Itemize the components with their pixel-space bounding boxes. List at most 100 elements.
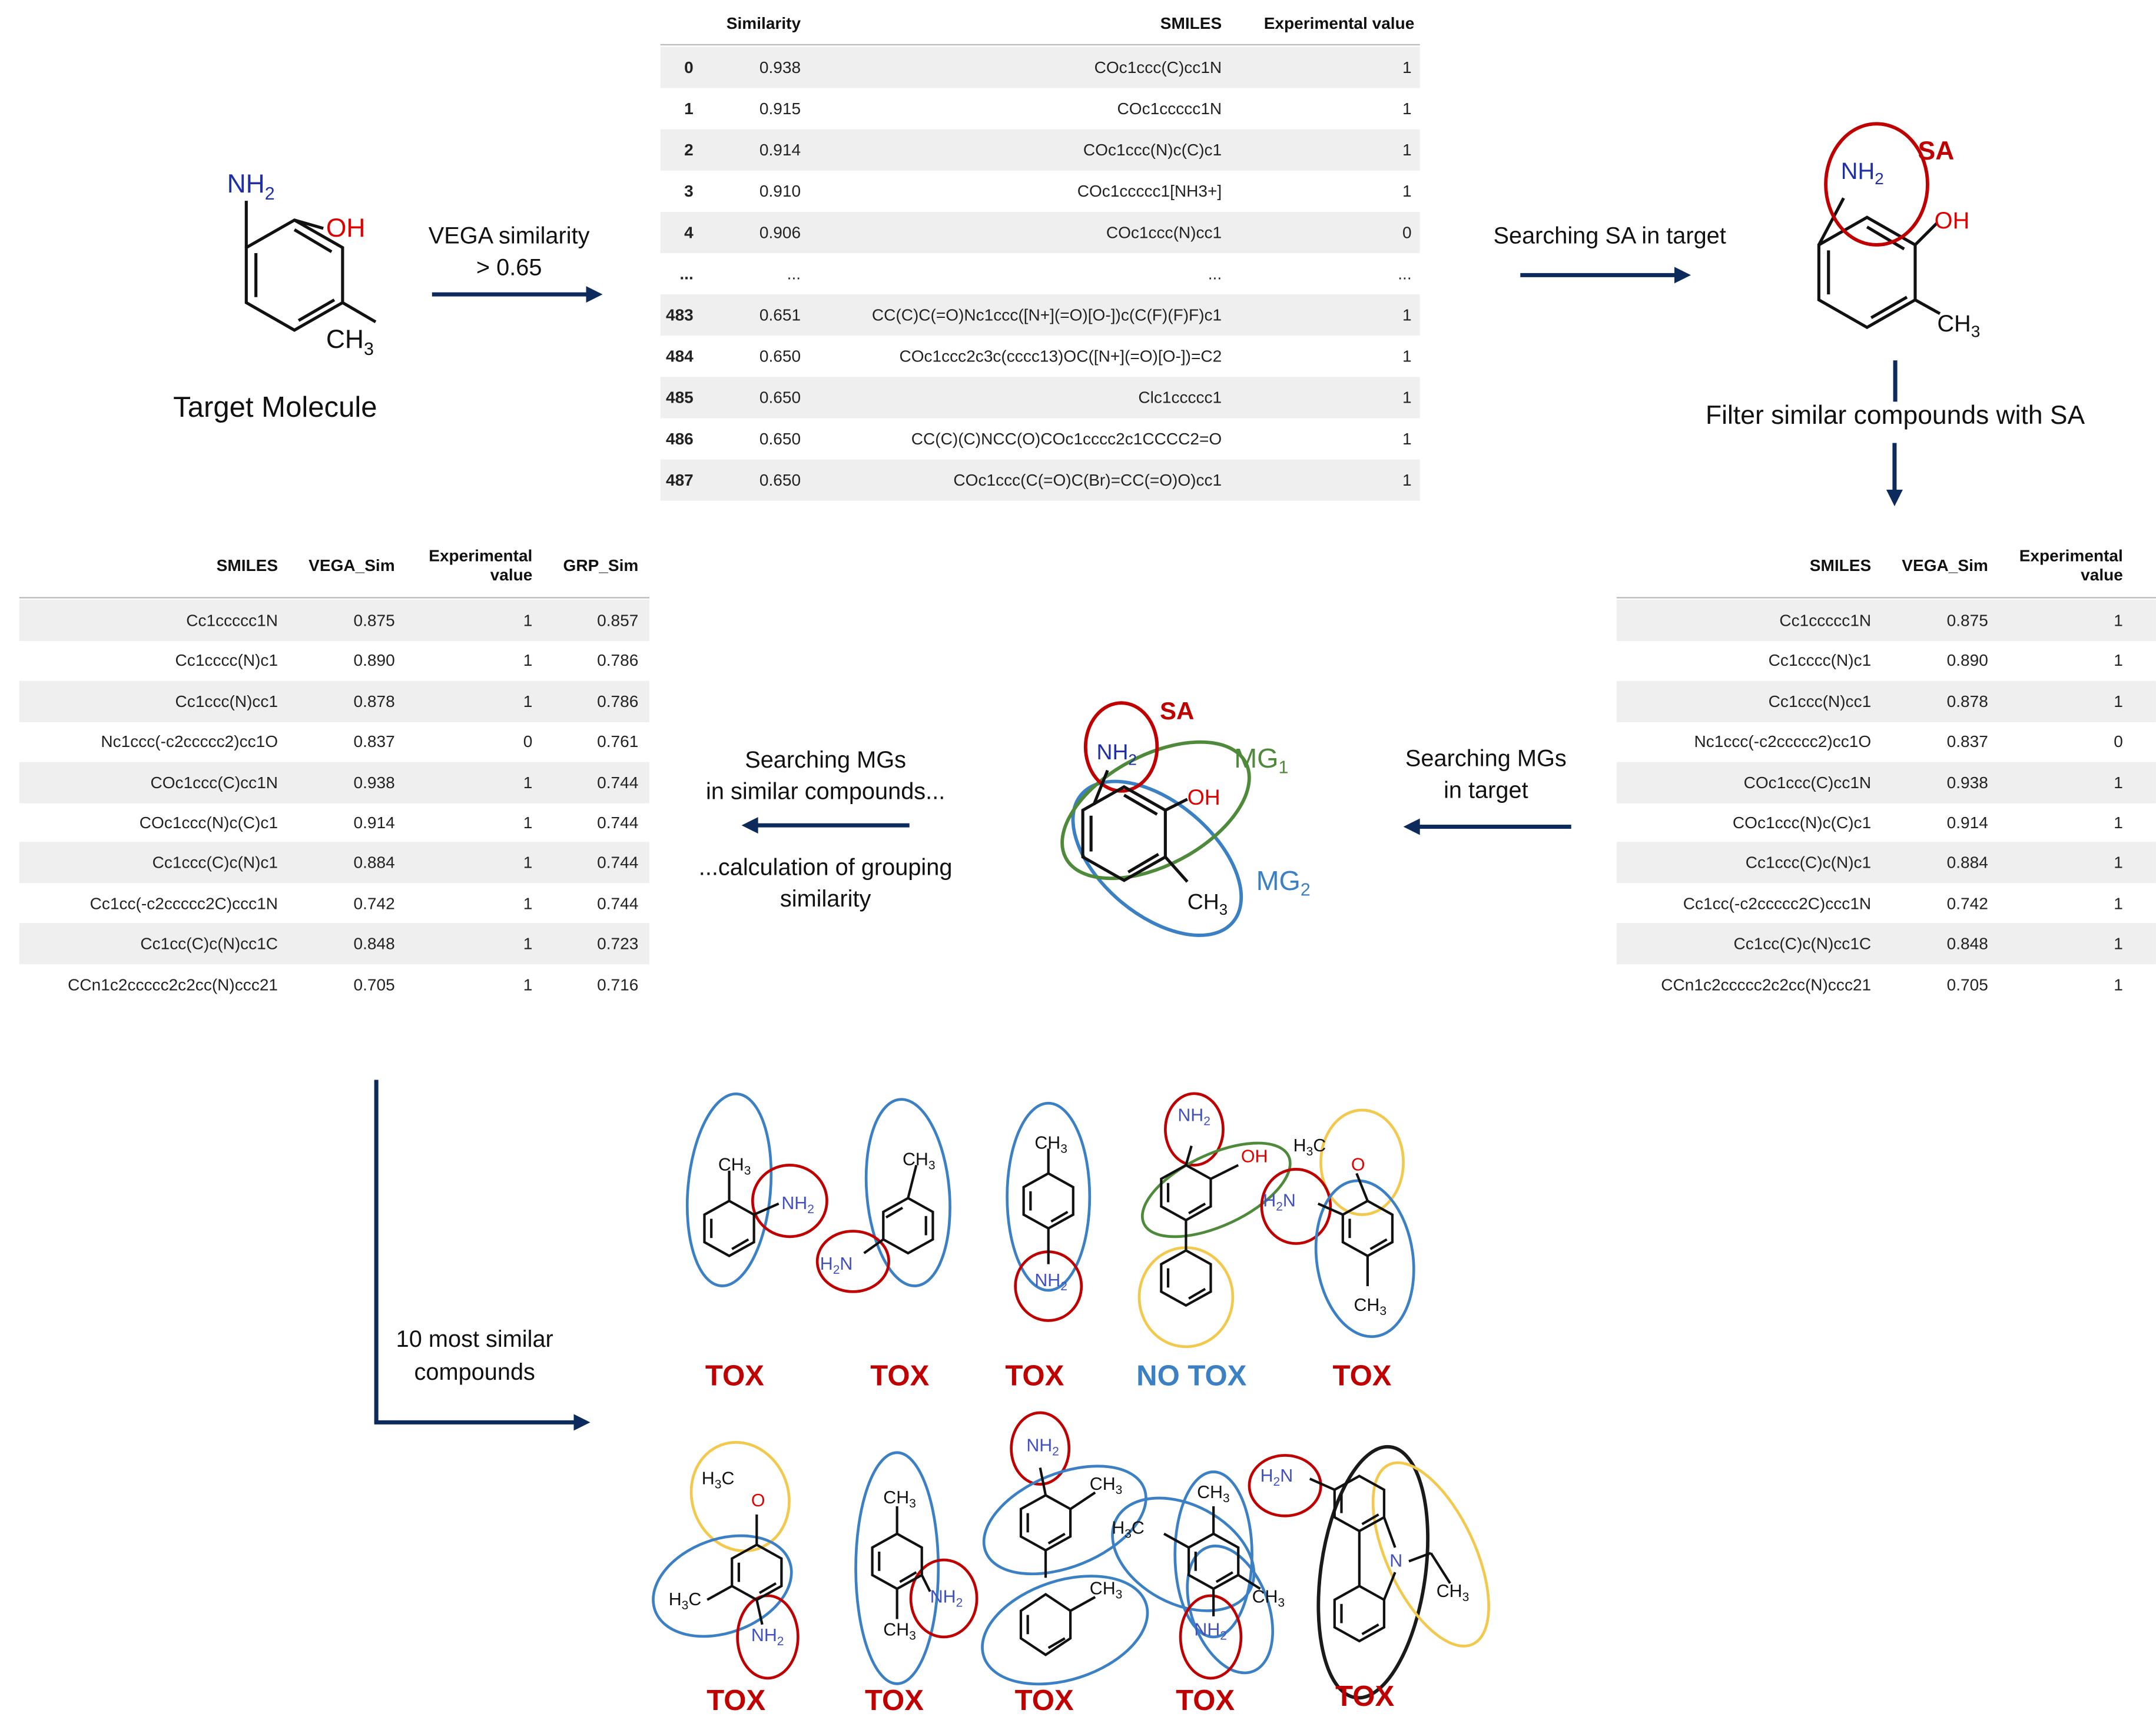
vega-sim-value: 0.742 bbox=[353, 894, 395, 914]
table-row: Cc1cccc(N)c1 0.890 1 0.786 bbox=[19, 640, 649, 682]
sa-oh-label: OH bbox=[1935, 208, 1970, 234]
experimental-value: 1 bbox=[2114, 934, 2123, 954]
table-row: ............ bbox=[661, 253, 1420, 294]
c4-nh2: NH2 bbox=[1177, 1106, 1210, 1128]
vega-sim-value: 0.875 bbox=[1946, 610, 1988, 630]
compound-4 bbox=[1137, 1092, 1292, 1349]
experimental-value: ... bbox=[1398, 264, 1412, 284]
row-index: 483 bbox=[665, 305, 694, 325]
experimental-value: 1 bbox=[2114, 772, 2123, 792]
header-similarity: Similarity bbox=[726, 14, 801, 34]
c1-ch3: CH3 bbox=[718, 1155, 751, 1178]
smiles-value: Cc1cccc(N)c1 bbox=[175, 651, 278, 670]
filtered-table: SMILES VEGA_Sim Experimental value Cc1cc… bbox=[1616, 539, 2156, 1007]
row-index: 2 bbox=[684, 140, 694, 160]
outcome-10: TOX bbox=[1335, 1681, 1395, 1713]
similar-compounds-panel: CH3 NH2 CH3 H2N CH3 NH2 NH2 OH H3C O H2N… bbox=[652, 1092, 1490, 1700]
experimental-value: 1 bbox=[1402, 99, 1412, 118]
smiles-value: CCn1c2ccccc2c2cc(N)ccc21 bbox=[68, 974, 278, 994]
smiles-value: Clc1ccccc1 bbox=[1138, 388, 1222, 407]
outcome-3: TOX bbox=[1005, 1360, 1064, 1392]
vega-sim-value: 0.890 bbox=[353, 651, 395, 670]
c3-nh2: NH2 bbox=[1034, 1271, 1067, 1293]
vega-sim-value: 0.938 bbox=[1946, 772, 1988, 792]
t3-header-vega: VEGA_Sim bbox=[309, 556, 395, 575]
smiles-value: COc1ccc(N)cc1 bbox=[1106, 223, 1222, 243]
c10-n: N bbox=[1389, 1552, 1402, 1571]
experimental-value: 1 bbox=[1402, 181, 1412, 201]
row-index: 485 bbox=[665, 388, 694, 407]
smiles-value: ... bbox=[1208, 264, 1222, 284]
smiles-value: COc1ccccc1N bbox=[1117, 99, 1222, 118]
row-index: 484 bbox=[665, 346, 694, 366]
vega-sim-value: 0.878 bbox=[1946, 691, 1988, 711]
vega-sim-value: 0.914 bbox=[353, 813, 395, 832]
vega-sim-value: 0.837 bbox=[353, 732, 395, 752]
similarity-value: 0.650 bbox=[759, 429, 801, 449]
outcome-7: TOX bbox=[864, 1685, 924, 1717]
vega-similarity-line2: > 0.65 bbox=[476, 254, 542, 281]
grouping-similarity-label: ...calculation of grouping similarity bbox=[661, 852, 991, 915]
target-molecule: NH2 OH CH3 bbox=[227, 170, 377, 359]
c9-ch3-right: CH3 bbox=[1252, 1587, 1285, 1609]
row-index: 486 bbox=[665, 429, 694, 449]
oh-label: OH bbox=[326, 214, 366, 243]
smiles-value: Cc1cc(C)c(N)cc1C bbox=[140, 934, 278, 954]
experimental-value: 1 bbox=[523, 651, 533, 670]
mg1-tag: MG1 bbox=[1234, 743, 1288, 777]
smiles-value: COc1ccc(N)c(C)c1 bbox=[1732, 813, 1872, 832]
smiles-value: Cc1cccc(N)c1 bbox=[1768, 651, 1872, 670]
header-smiles: SMILES bbox=[1160, 14, 1222, 34]
grp-sim-value: 0.857 bbox=[597, 610, 639, 630]
sa-nh2-label: NH2 bbox=[1841, 158, 1884, 188]
smiles-value: COc1ccc(N)c(C)c1 bbox=[1083, 140, 1222, 160]
arrow-right-1 bbox=[432, 286, 603, 303]
smiles-value: Cc1ccccc1N bbox=[1779, 610, 1872, 630]
smiles-value: CC(C)(C)NCC(O)COc1cccc2c1CCCC2=O bbox=[911, 429, 1222, 449]
vega-similarity-label: VEGA similarity > 0.65 bbox=[413, 220, 605, 283]
outcome-5: TOX bbox=[1332, 1360, 1392, 1392]
t3-header-exp-line1: Experimental bbox=[429, 546, 533, 566]
outcome-1: TOX bbox=[705, 1360, 764, 1392]
experimental-value: 0 bbox=[523, 732, 533, 752]
sa-molecule: NH2 OH CH3 SA bbox=[1817, 122, 1980, 341]
c7-ch3-bottom: CH3 bbox=[883, 1621, 916, 1643]
arrow-right-compounds bbox=[374, 1414, 591, 1431]
search-mgs-target-line2: in target bbox=[1444, 777, 1528, 803]
smiles-value: Cc1ccc(N)cc1 bbox=[1768, 691, 1872, 711]
c3-ch3: CH3 bbox=[1034, 1133, 1067, 1155]
smiles-value: COc1ccccc1[NH3+] bbox=[1077, 181, 1222, 201]
similarity-value: ... bbox=[787, 264, 801, 284]
top10-line2: compounds bbox=[414, 1359, 535, 1386]
t2-header-vega: VEGA_Sim bbox=[1902, 556, 1988, 575]
smiles-value: Nc1ccc(-c2ccccc2)cc1O bbox=[1694, 732, 1872, 752]
t3-header-exp: Experimental value bbox=[404, 546, 532, 585]
top10-label: 10 most similar compounds bbox=[372, 1323, 578, 1389]
grp-sim-value: 0.786 bbox=[597, 651, 639, 670]
t3-header-divider bbox=[19, 597, 650, 599]
compound-1 bbox=[685, 1093, 828, 1287]
mg2-tag: MG2 bbox=[1256, 865, 1311, 899]
c6-h3c: H3C bbox=[669, 1590, 702, 1612]
c5-h3c: H3C bbox=[1293, 1136, 1326, 1158]
similarity-value: 0.650 bbox=[759, 388, 801, 407]
vega-sim-value: 0.938 bbox=[353, 772, 395, 792]
filter-line-top bbox=[1893, 360, 1898, 402]
search-sa-label: Searching SA in target bbox=[1493, 223, 1726, 249]
